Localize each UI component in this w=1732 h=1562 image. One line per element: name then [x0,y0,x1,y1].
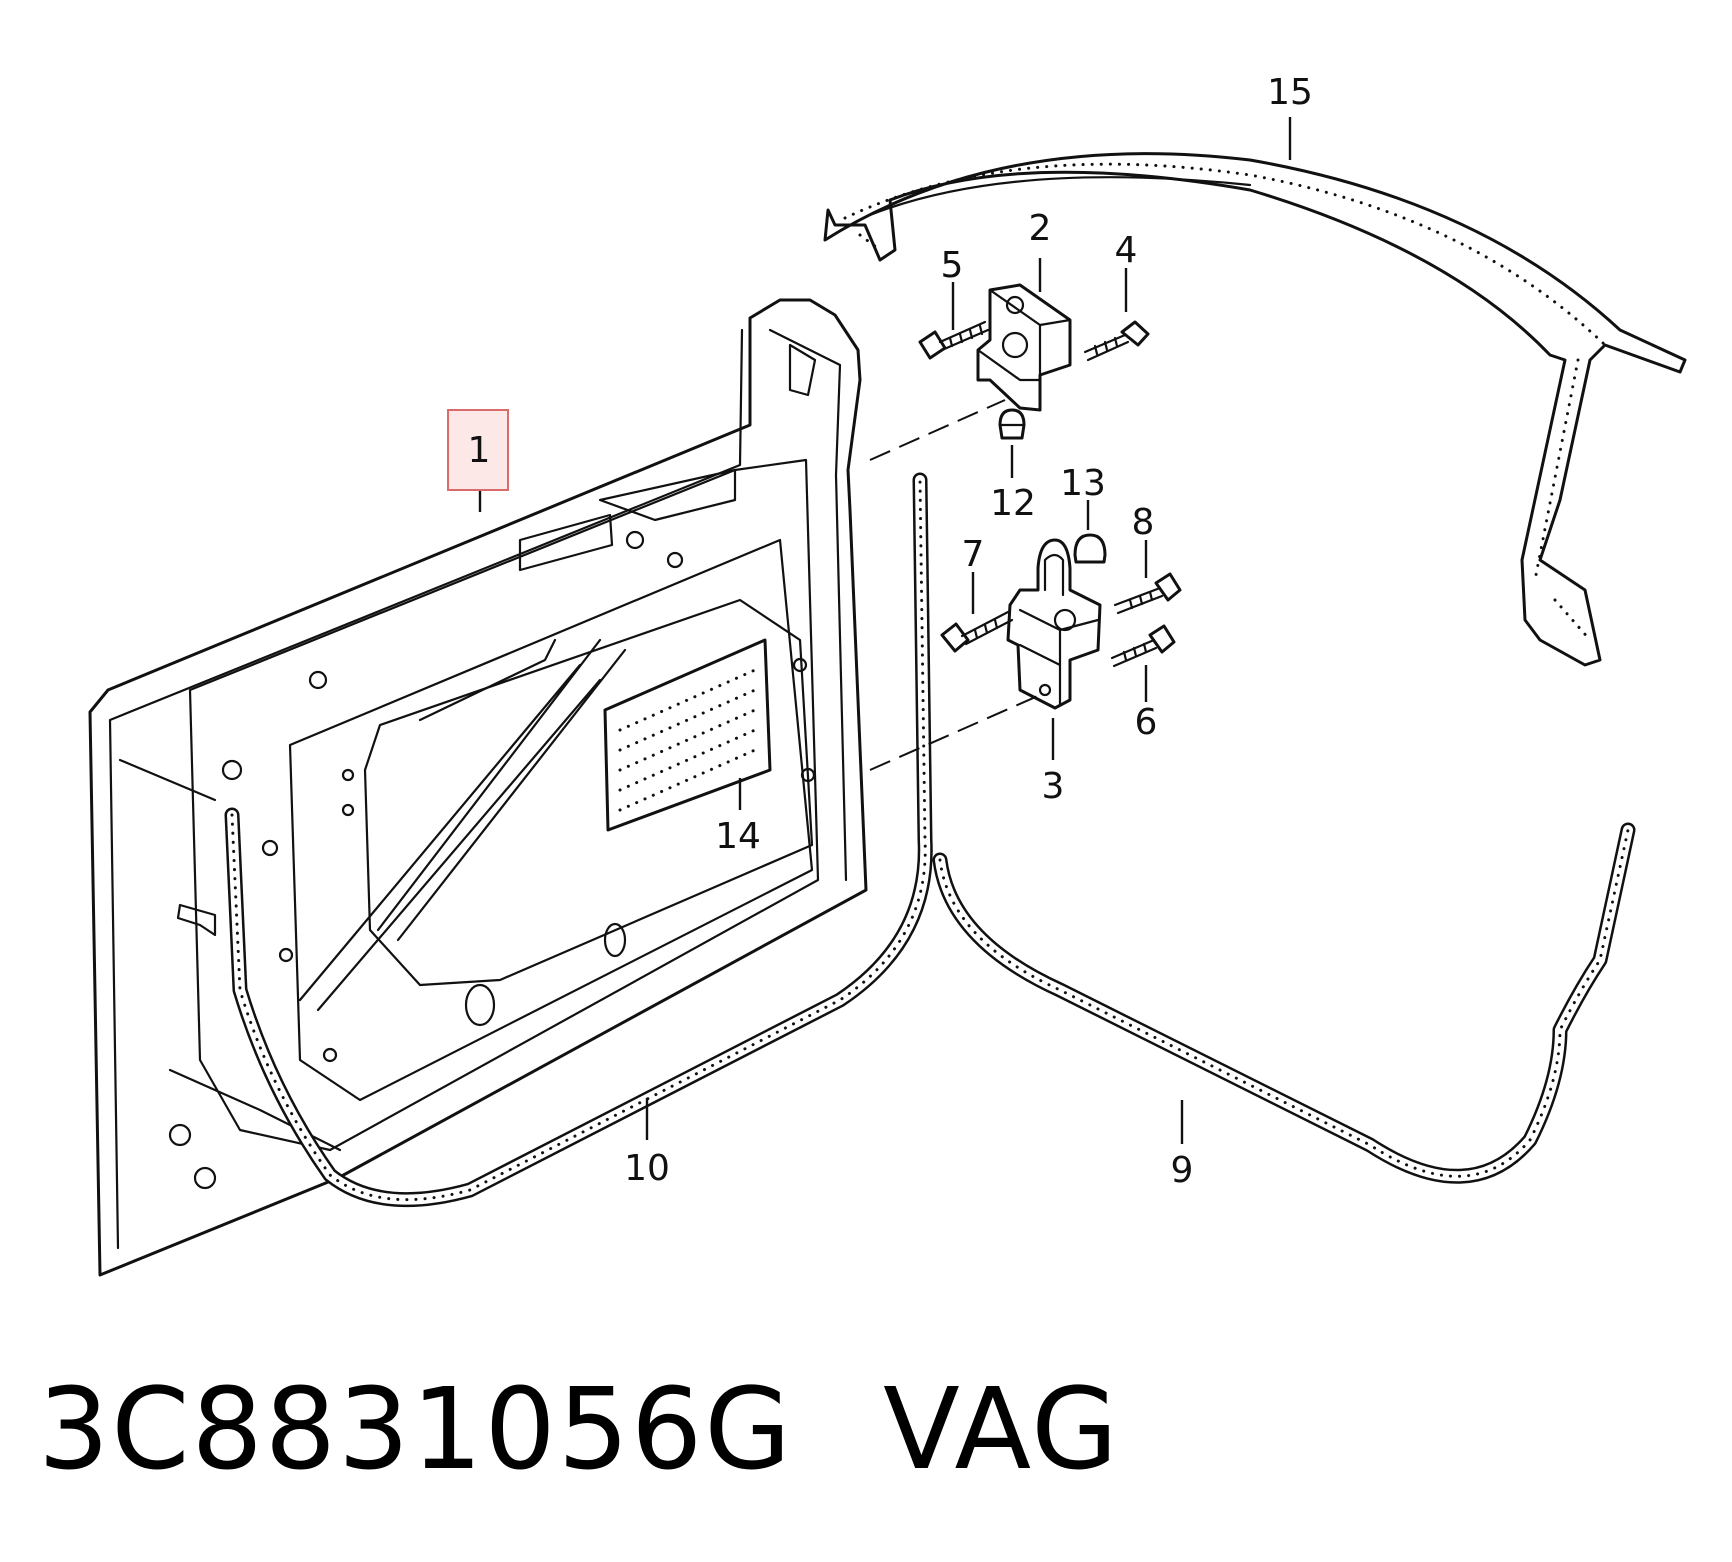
alignment-line-lower [869,694,1041,771]
callout-2: 2 [1029,208,1052,249]
callout-13: 13 [1060,463,1106,504]
callout-12: 12 [990,483,1036,524]
lower-hinge [1006,538,1102,710]
callout-14: 14 [715,816,761,857]
callout-9: 9 [1171,1150,1194,1191]
door-shell [88,298,868,1277]
alignment-line-upper [869,399,1006,461]
cap-13 [1073,533,1107,564]
damper-pad [603,638,772,832]
leader-lines [478,117,1292,1144]
callout-1: 1 [468,430,491,471]
cap-12 [998,408,1026,440]
bolt-5 [918,320,990,360]
callout-labels: 1 2 3 4 5 6 7 8 9 10 12 13 14 15 [468,72,1313,1191]
callout-10: 10 [624,1148,670,1189]
door-seal [224,472,933,1208]
body-seal [932,822,1636,1184]
bolt-7 [940,610,1014,653]
brand-name: VAG [883,1365,1120,1495]
bolt-4 [1083,320,1150,362]
callout-5: 5 [941,245,964,286]
bolt-6 [1110,624,1176,668]
callout-8: 8 [1132,502,1155,543]
part-number-caption: 3C8831056G VAG [38,1365,1120,1495]
bolt-8 [1113,572,1182,615]
callout-7: 7 [962,534,985,575]
part-number: 3C8831056G [38,1365,794,1495]
callout-4: 4 [1115,230,1138,271]
callout-3: 3 [1042,766,1065,807]
callout-15: 15 [1267,72,1313,113]
frame-seal [823,152,1687,667]
upper-hinge [976,283,1072,412]
callout-6: 6 [1135,702,1158,743]
callout-1-highlight [447,409,509,491]
